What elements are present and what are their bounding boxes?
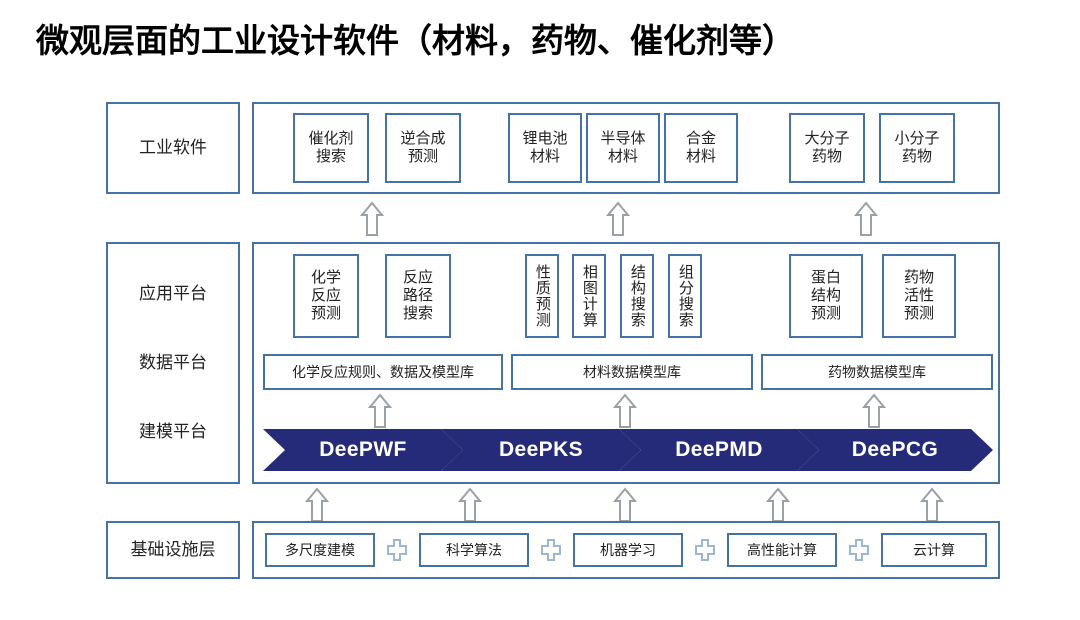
up-arrow-icon-infra-1: [305, 487, 329, 523]
app-item-structure-search-label: 结构搜索: [628, 264, 646, 328]
up-arrow-icon-infra-3: [613, 487, 637, 523]
up-arrow-icon-infra-2: [458, 487, 482, 523]
infra-item-scientific-algorithms-label: 科学算法: [446, 541, 502, 558]
up-arrow-icon-data-2: [613, 393, 637, 429]
app-item-protein-structure-prediction[interactable]: 蛋白 结构 预测: [789, 254, 863, 338]
top-item-small-molecule-drug-label: 小分子 药物: [894, 130, 940, 165]
app-item-property-prediction-label: 性质预测: [533, 264, 551, 328]
top-item-macromolecule-drug-label: 大分子 药物: [804, 130, 850, 165]
data-item-chemical-reaction-rules-db-label: 化学反应规则、数据及模型库: [292, 363, 474, 380]
infra-item-multiscale-modeling[interactable]: 多尺度建模: [265, 533, 375, 567]
infra-item-machine-learning-label: 机器学习: [600, 541, 656, 558]
plus-icon-2: [540, 538, 562, 562]
app-item-structure-search[interactable]: 结构搜索: [620, 254, 654, 338]
data-item-materials-db-label: 材料数据模型库: [583, 363, 681, 380]
plus-icon-1: [386, 538, 408, 562]
plus-icon-4: [848, 538, 870, 562]
up-arrow-icon-infra-5: [920, 487, 944, 523]
infra-item-machine-learning[interactable]: 机器学习: [573, 533, 683, 567]
top-item-small-molecule-drug[interactable]: 小分子 药物: [879, 113, 955, 183]
chevron-deepmd-label: DeePMD: [675, 438, 763, 461]
rail-infrastructure-layer: 基础设施层: [106, 521, 240, 579]
chevron-deepwf[interactable]: DeePWF: [263, 429, 463, 471]
data-item-materials-db[interactable]: 材料数据模型库: [511, 354, 753, 390]
chevron-deepks-label: DeePKS: [498, 438, 584, 461]
app-item-composition-search-label: 组分搜索: [676, 264, 694, 328]
top-item-macromolecule-drug[interactable]: 大分子 药物: [789, 113, 865, 183]
app-item-property-prediction[interactable]: 性质预测: [525, 254, 559, 338]
rail-label-modeling-platform: 建模平台: [139, 421, 207, 441]
up-arrow-icon-data-3: [862, 393, 886, 429]
rail-label-application-platform: 应用平台: [139, 284, 207, 304]
top-item-alloy-material[interactable]: 合金 材料: [664, 113, 738, 183]
page-title: 微观层面的工业设计软件（材料，药物、催化剂等）: [36, 22, 795, 59]
infra-item-scientific-algorithms[interactable]: 科学算法: [419, 533, 529, 567]
chevron-deepks[interactable]: DeePKS: [441, 429, 641, 471]
infra-item-cloud-computing[interactable]: 云计算: [881, 533, 987, 567]
up-arrow-icon-infra-4: [766, 487, 790, 523]
top-item-retrosynthesis-prediction[interactable]: 逆合成 预测: [385, 113, 461, 183]
rail-industrial-software-label: 工业软件: [139, 137, 207, 157]
up-arrow-icon-top-2: [606, 201, 630, 237]
chevron-deepmd[interactable]: DeePMD: [619, 429, 819, 471]
infra-item-high-performance-computing[interactable]: 高性能计算: [727, 533, 837, 567]
top-item-semiconductor-material-label: 半导体 材料: [600, 130, 646, 165]
app-item-composition-search[interactable]: 组分搜索: [668, 254, 702, 338]
rail-platform-stack: 应用平台 数据平台 建模平台: [106, 242, 240, 484]
rail-infrastructure-label: 基础设施层: [130, 539, 216, 559]
data-item-drug-db[interactable]: 药物数据模型库: [761, 354, 993, 390]
infra-item-multiscale-modeling-label: 多尺度建模: [285, 541, 355, 558]
modeling-chevron-strip: DeePWF DeePKS DeePMD DeePCG: [263, 429, 993, 471]
data-item-chemical-reaction-rules-db[interactable]: 化学反应规则、数据及模型库: [263, 354, 503, 390]
chevron-deepcg[interactable]: DeePCG: [797, 429, 993, 471]
app-item-reaction-path-search[interactable]: 反应 路径 搜索: [385, 254, 451, 338]
top-item-retrosynthesis-prediction-label: 逆合成 预测: [400, 130, 446, 165]
infra-item-cloud-computing-label: 云计算: [913, 541, 955, 558]
app-item-chemical-reaction-prediction-label: 化学 反应 预测: [310, 269, 341, 322]
up-arrow-icon-top-3: [854, 201, 878, 237]
rail-industrial-software: 工业软件: [106, 102, 240, 194]
top-item-lithium-battery-material[interactable]: 锂电池 材料: [508, 113, 582, 183]
app-item-phase-diagram-calculation[interactable]: 相图计算: [572, 254, 606, 338]
app-item-drug-activity-prediction[interactable]: 药物 活性 预测: [882, 254, 956, 338]
data-item-drug-db-label: 药物数据模型库: [828, 363, 926, 380]
up-arrow-icon-data-1: [368, 393, 392, 429]
app-item-chemical-reaction-prediction[interactable]: 化学 反应 预测: [293, 254, 359, 338]
top-item-semiconductor-material[interactable]: 半导体 材料: [586, 113, 660, 183]
top-item-alloy-material-label: 合金 材料: [685, 130, 716, 165]
top-item-catalyst-search-label: 催化剂 搜索: [308, 130, 354, 165]
top-item-lithium-battery-material-label: 锂电池 材料: [522, 130, 568, 165]
up-arrow-icon-top-1: [360, 201, 384, 237]
chevron-deepwf-label: DeePWF: [319, 438, 407, 461]
app-item-protein-structure-prediction-label: 蛋白 结构 预测: [810, 269, 841, 322]
plus-icon-3: [694, 538, 716, 562]
chevron-deepcg-label: DeePCG: [851, 438, 939, 461]
app-item-phase-diagram-calculation-label: 相图计算: [580, 264, 598, 328]
rail-label-data-platform: 数据平台: [139, 352, 207, 372]
infra-item-high-performance-computing-label: 高性能计算: [747, 541, 817, 558]
top-item-catalyst-search[interactable]: 催化剂 搜索: [293, 113, 369, 183]
app-item-drug-activity-prediction-label: 药物 活性 预测: [903, 269, 934, 322]
app-item-reaction-path-search-label: 反应 路径 搜索: [402, 269, 433, 322]
